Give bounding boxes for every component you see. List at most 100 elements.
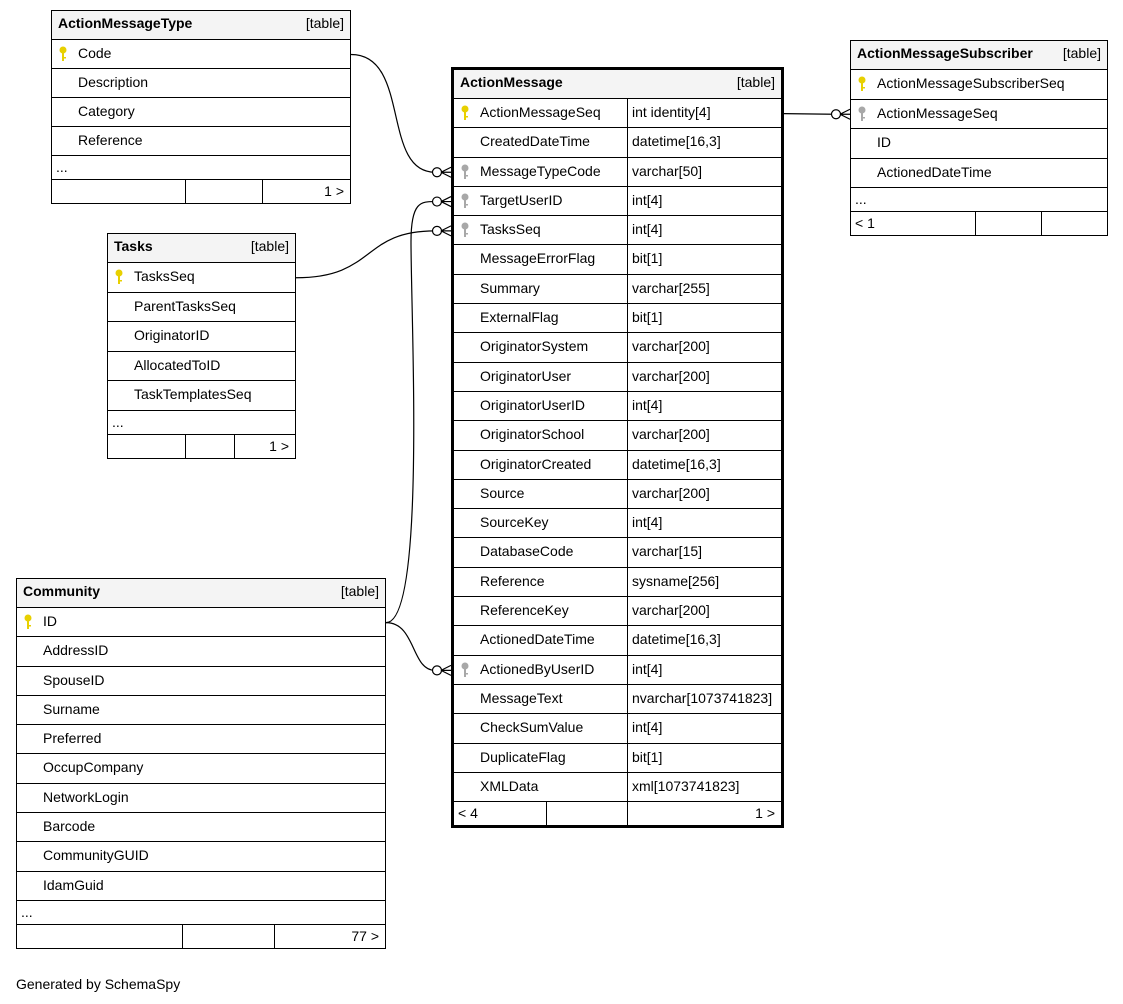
column-name: ID xyxy=(877,134,891,150)
column-row[interactable]: ParentTasksSeq xyxy=(108,293,295,322)
column-row[interactable]: NetworkLogin xyxy=(17,784,385,814)
column-row[interactable]: AllocatedToID xyxy=(108,352,295,381)
column-row[interactable]: ID xyxy=(851,129,1107,159)
table-name[interactable]: ActionMessageSubscriber xyxy=(857,45,1033,61)
column-row[interactable]: ActionMessageSeq xyxy=(851,100,1107,129)
more-columns-row[interactable]: ... xyxy=(108,411,295,435)
table-action-message-subscriber[interactable]: ActionMessageSubscriber[table]ActionMess… xyxy=(850,40,1108,236)
more-columns-row[interactable]: ... xyxy=(17,901,385,925)
parent-count[interactable]: < 1 xyxy=(855,215,875,231)
table-name[interactable]: Community xyxy=(23,583,100,599)
edge-target-user xyxy=(385,200,441,624)
column-row[interactable]: ActionedDateTime xyxy=(851,159,1107,188)
table-footer: < 1 xyxy=(851,212,1107,235)
column-name: ActionedDateTime xyxy=(877,163,992,180)
foreign-key-icon xyxy=(460,164,470,180)
table-header: ActionMessageSubscriber[table] xyxy=(851,41,1107,70)
footer-divider xyxy=(234,434,235,458)
column-type: varchar[255] xyxy=(627,274,710,304)
column-name: DuplicateFlag xyxy=(480,748,566,765)
column-name: Reference xyxy=(78,132,143,148)
column-name: MessageErrorFlag xyxy=(480,250,596,267)
edge-tasks-seq xyxy=(295,230,441,279)
column-name: TasksSeq xyxy=(480,221,541,238)
foreign-key-icon xyxy=(460,222,470,238)
foreign-key-icon xyxy=(857,106,867,122)
column-name: OriginatorCreated xyxy=(480,455,592,472)
table-header: ActionMessage[table] xyxy=(454,70,781,99)
column-row[interactable]: Description xyxy=(52,69,350,98)
table-name[interactable]: Tasks xyxy=(114,238,153,254)
column-name: MessageText xyxy=(480,689,563,706)
column-row[interactable]: ID xyxy=(17,608,385,638)
column-row[interactable]: AddressID xyxy=(17,637,385,667)
column-name: AddressID xyxy=(43,642,109,659)
column-row[interactable]: TasksSeq xyxy=(108,263,295,293)
column-row[interactable]: ActionMessageSubscriberSeq xyxy=(851,70,1107,100)
column-row[interactable]: Reference xyxy=(52,127,350,156)
child-count[interactable]: 77 > xyxy=(351,927,379,944)
column-row[interactable]: CommunityGUID xyxy=(17,842,385,872)
column-row[interactable]: Barcode xyxy=(17,813,385,843)
column-name: ActionedDateTime xyxy=(480,631,595,648)
table-name[interactable]: ActionMessageType xyxy=(58,15,193,31)
child-count[interactable]: 1 > xyxy=(755,805,775,822)
column-name: OriginatorSchool xyxy=(480,426,585,443)
child-count[interactable]: 1 > xyxy=(269,437,289,454)
more-columns-row[interactable]: ... xyxy=(52,156,350,180)
column-row[interactable]: Preferred xyxy=(17,725,385,755)
column-name: Description xyxy=(78,74,149,90)
column-row[interactable]: Code xyxy=(52,40,350,69)
table-name[interactable]: ActionMessage xyxy=(460,74,563,90)
parent-count[interactable]: < 4 xyxy=(458,805,478,822)
primary-key-icon xyxy=(58,46,68,62)
more-columns-row[interactable]: ... xyxy=(851,188,1107,212)
column-row[interactable]: Surname xyxy=(17,696,385,726)
more-columns-label: ... xyxy=(112,413,124,430)
column-name: TargetUserID xyxy=(480,191,563,208)
optional-circle-icon xyxy=(830,109,842,120)
column-row[interactable]: Category xyxy=(52,98,350,127)
column-row[interactable]: IdamGuid xyxy=(17,872,385,901)
column-row[interactable]: SpouseID xyxy=(17,667,385,696)
column-row[interactable]: TaskTemplatesSeq xyxy=(108,381,295,411)
column-name: ReferenceKey xyxy=(480,602,569,619)
column-row[interactable]: OriginatorID xyxy=(108,322,295,352)
column-name: TasksSeq xyxy=(134,268,195,284)
footer-divider xyxy=(262,180,263,203)
crow-foot-icon xyxy=(440,166,452,178)
crow-foot-icon xyxy=(440,225,452,237)
column-row[interactable]: OccupCompany xyxy=(17,754,385,784)
footer-divider xyxy=(975,212,976,235)
child-count[interactable]: 1 > xyxy=(324,183,344,199)
